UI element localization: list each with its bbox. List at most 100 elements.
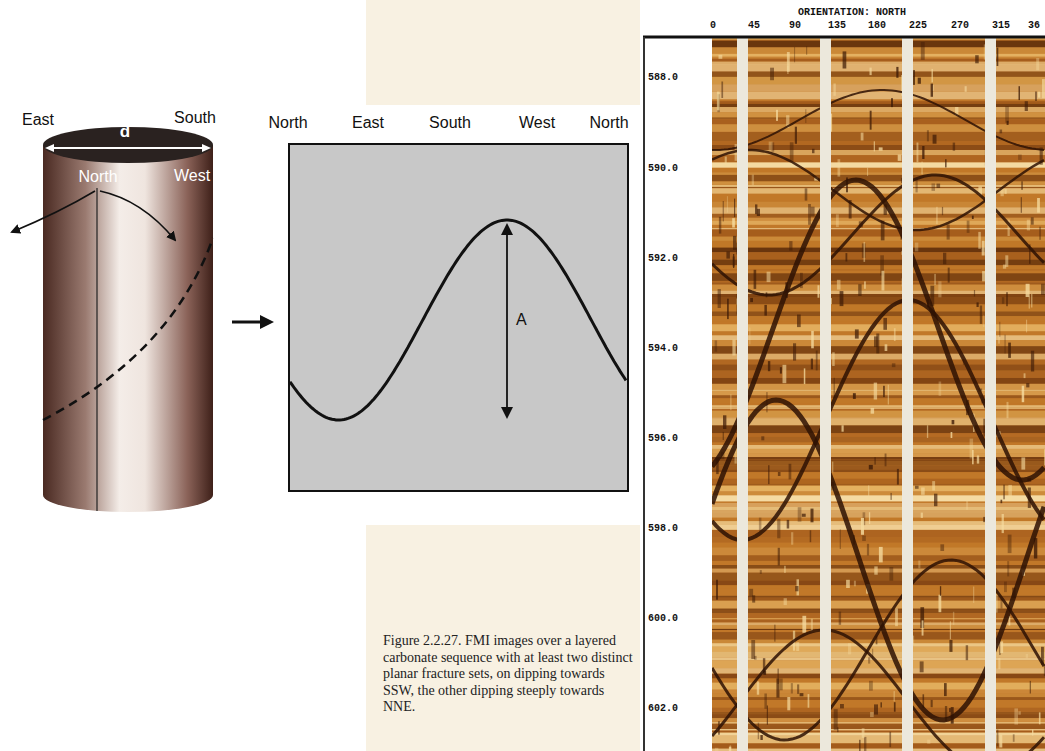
fmi-speckle — [1007, 121, 1009, 125]
fmi-speckle — [1007, 402, 1009, 418]
fmi-speckle — [949, 640, 952, 652]
fmi-speckle — [764, 305, 767, 316]
fmi-speckle — [761, 436, 764, 440]
fmi-speckle — [874, 566, 877, 574]
fmi-speckle — [970, 439, 974, 459]
borehole-cylinder — [43, 127, 213, 512]
fmi-speckle — [1041, 284, 1045, 295]
fmi-speckle — [721, 82, 723, 99]
fmi-speckle — [732, 340, 735, 356]
fmi-speckle — [733, 257, 735, 267]
fmi-speckle — [802, 616, 806, 633]
azimuth-tick: 315 — [992, 20, 1010, 31]
fmi-speckle — [777, 519, 780, 538]
fmi-speckle — [727, 196, 728, 212]
fmi-speckle — [798, 507, 802, 522]
fmi-speckle — [1005, 335, 1006, 354]
fmi-speckle — [1003, 485, 1005, 500]
fmi-speckle — [973, 587, 974, 603]
fmi-speckle — [751, 640, 755, 659]
azimuth-tick: 225 — [909, 20, 927, 31]
fmi-speckle — [796, 642, 799, 651]
azimuth-tick: 45 — [748, 20, 760, 31]
diameter-label: d — [120, 122, 130, 142]
fmi-speckle — [938, 281, 941, 297]
fmi-speckle — [780, 679, 783, 691]
sinusoid-curve — [290, 220, 626, 420]
fmi-speckle — [790, 142, 794, 161]
fmi-speckle — [791, 532, 793, 545]
fmi-speckle — [922, 620, 924, 635]
fmi-speckle — [949, 708, 951, 712]
direction-label: North — [78, 168, 117, 186]
fmi-speckle — [966, 498, 968, 510]
fmi-speckle — [977, 302, 979, 307]
fmi-speckle — [757, 209, 760, 216]
fmi-speckle — [752, 175, 754, 186]
fmi-speckle — [778, 548, 780, 566]
fmi-speckle — [874, 457, 876, 464]
fmi-speckle — [952, 420, 955, 424]
fmi-speckle — [927, 740, 930, 744]
fmi-speckle — [1030, 681, 1031, 694]
fmi-speckle — [966, 645, 968, 660]
fmi-speckle — [853, 393, 856, 399]
fmi-speckle — [725, 157, 727, 166]
fmi-speckle — [1008, 343, 1011, 358]
fmi-speckle — [776, 110, 778, 121]
fmi-speckle — [892, 363, 896, 367]
azimuth-tick: 135 — [828, 20, 846, 31]
fmi-speckle — [778, 472, 781, 476]
fmi-speckle — [898, 155, 902, 161]
fmi-speckle — [839, 612, 841, 625]
fmi-speckle — [940, 544, 944, 551]
paper-patch — [366, 0, 640, 105]
fmi-speckle — [795, 127, 797, 144]
direction-label: South — [174, 109, 216, 127]
fmi-speckle — [864, 737, 866, 751]
depth-label: 598.0 — [648, 523, 678, 534]
fmi-speckle — [789, 464, 792, 480]
fmi-speckle — [842, 425, 844, 431]
fmi-speckle — [953, 143, 955, 151]
fmi-speckle — [883, 318, 887, 330]
depth-label: 594.0 — [648, 343, 678, 354]
fmi-speckle — [754, 270, 757, 289]
unrolled-image-box: A — [288, 143, 629, 492]
image-frame — [643, 37, 645, 751]
fmi-speckle — [915, 486, 919, 489]
amplitude-arrow — [506, 225, 508, 417]
fmi-speckle — [768, 361, 770, 371]
fmi-speckle — [719, 55, 723, 59]
fmi-speckle — [888, 385, 889, 405]
fmi-speckle — [1026, 284, 1030, 297]
fmi-speckle — [934, 274, 935, 285]
fmi-speckle — [811, 207, 815, 217]
fmi-speckle — [879, 147, 883, 150]
fmi-speckle — [879, 547, 883, 563]
fmi-speckle — [1039, 227, 1040, 240]
fmi-speckle — [1018, 155, 1022, 160]
fmi-speckle — [858, 284, 861, 296]
fmi-speckle — [1006, 292, 1007, 306]
fmi-speckle — [1008, 485, 1012, 501]
fmi-speckle — [787, 697, 790, 710]
fmi-speckle — [885, 344, 888, 351]
azimuth-tick: 36 — [1028, 20, 1040, 31]
fmi-speckle — [915, 243, 918, 252]
fmi-speckle — [1007, 561, 1009, 576]
fmi-speckle — [719, 217, 721, 234]
fmi-speckle — [1035, 92, 1037, 102]
depth-label: 590.0 — [648, 163, 678, 174]
fmi-speckle — [802, 514, 806, 517]
azimuth-label: East — [352, 114, 384, 132]
fmi-speckle — [1000, 641, 1003, 653]
figure-caption: Figure 2.2.27. FMI images over a layered… — [383, 633, 633, 716]
fmi-speckle — [800, 693, 804, 696]
azimuth-label: North — [589, 114, 628, 132]
fmi-speckle — [1004, 582, 1007, 593]
fmi-speckle — [759, 518, 762, 531]
azimuth-tick: 270 — [951, 20, 969, 31]
fmi-speckle — [795, 586, 798, 591]
rotation-arrow — [12, 191, 95, 232]
